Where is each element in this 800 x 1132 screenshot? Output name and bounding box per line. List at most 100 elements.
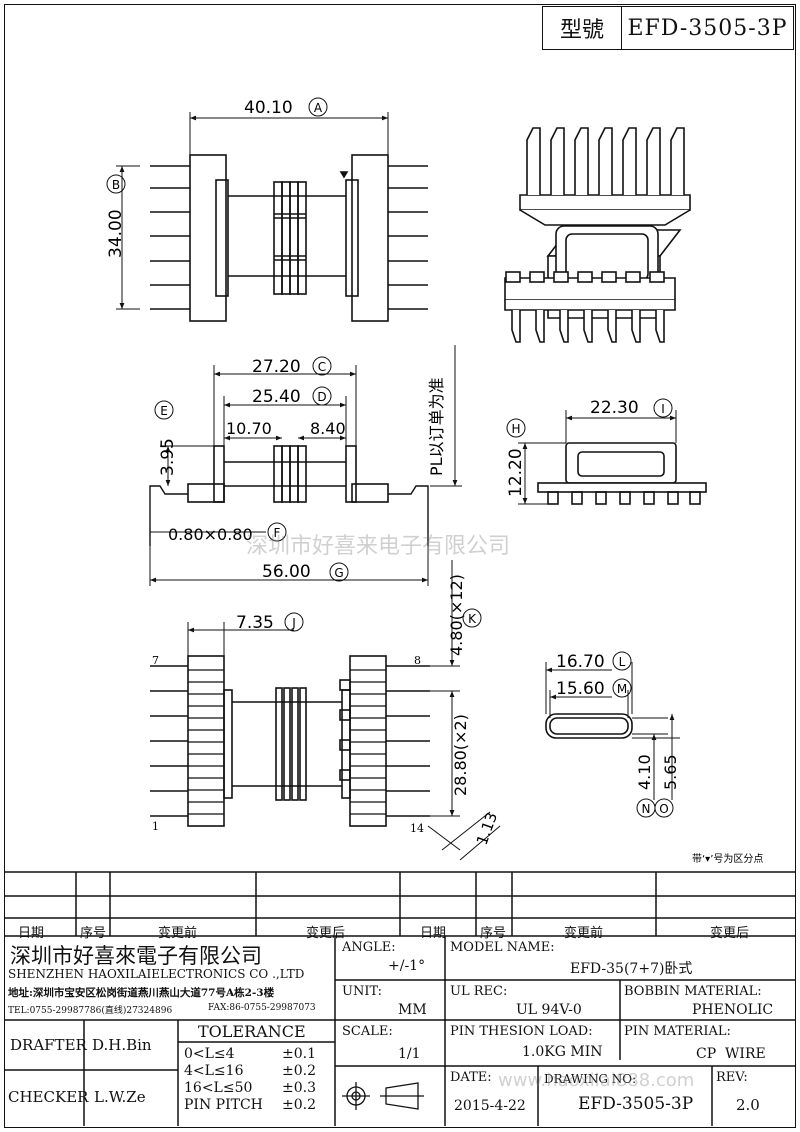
dim-e-value: 3.95	[158, 438, 178, 476]
dim-n-mark: N	[642, 802, 651, 816]
dim-h-value: 12.20	[506, 448, 526, 497]
model-name-label: MODEL NAME:	[450, 940, 555, 955]
rev-after-label: 变更后	[306, 926, 346, 941]
dim-f-value: 0.80×0.80	[168, 525, 253, 544]
sheet-border	[4, 4, 796, 1128]
drawing-canvas: 40.10 A B 34.00	[106, 97, 763, 865]
drafter-label: DRAFTER	[10, 1036, 87, 1054]
checker-label: CHECKER	[8, 1088, 89, 1106]
pin-7-label: 7	[152, 654, 159, 667]
dim-e-mark: E	[160, 404, 168, 418]
dim-a-mark: A	[314, 101, 323, 115]
rev-before-label: 变更前	[158, 926, 198, 941]
dim-c-value: 27.20	[252, 357, 301, 377]
isometric-view	[504, 127, 691, 343]
dim-o-mark: O	[659, 802, 668, 816]
dim-10-70: 10.70	[226, 419, 272, 438]
projection-symbol-icon	[342, 1082, 424, 1110]
unit-value: MM	[398, 1002, 427, 1018]
company-tel: TEL:0755-29987786(直线)27324896	[8, 1006, 173, 1016]
dim-j-mark: J	[291, 616, 296, 630]
model-name-value: EFD-35(7+7)卧式	[570, 961, 693, 977]
dim-k-value: 4.80(×12)	[447, 574, 466, 656]
drawing-no-value: EFD-3505-3P	[578, 1094, 694, 1114]
angle-value: +/-1°	[388, 958, 426, 974]
ul-rec-value: UL 94V-0	[516, 1002, 582, 1018]
tolerance-range: 0<L≤4	[184, 1046, 235, 1062]
unit-label: UNIT:	[342, 984, 383, 999]
model-box: 型號 EFD-3505-3P	[542, 6, 794, 50]
cross-section-view	[545, 662, 680, 800]
tolerance-range: 16<L≤50	[184, 1080, 253, 1096]
dim-28-80: 28.80(×2)	[451, 714, 470, 796]
pin-material-value: CP WIRE	[696, 1046, 766, 1062]
pin-8-label: 8	[414, 654, 421, 667]
top-view	[116, 112, 428, 322]
dim-h-mark: H	[511, 422, 520, 436]
dim-j-value: 7.35	[236, 613, 274, 633]
dim-l-mark: L	[619, 655, 626, 669]
pin-tension-value: 1.0KG MIN	[522, 1044, 603, 1060]
dim-a-value: 40.10	[244, 98, 293, 118]
dim-n-value: 4.10	[635, 754, 654, 790]
pin-tension-label: PIN THESION LOAD:	[450, 1024, 593, 1039]
tolerance-value: ±0.2	[282, 1097, 316, 1113]
dim-g-value: 56.00	[262, 562, 311, 582]
dim-i-mark: I	[661, 402, 665, 416]
company-name-cn: 深圳市好喜來電子有限公司	[10, 944, 262, 968]
dim-m-value: 15.60	[556, 679, 605, 699]
date-label: DATE:	[450, 1070, 492, 1085]
rev-date-label: 日期	[18, 926, 45, 941]
ul-rec-label: UL REC:	[450, 984, 508, 999]
dim-8-40: 8.40	[310, 419, 346, 438]
dim-m-mark: M	[617, 682, 627, 696]
model-label: 型號	[543, 7, 622, 49]
drawing-no-label: DRAWING NO:	[544, 1072, 637, 1086]
company-name-en: SHENZHEN HAOXILAIELECTRONICS CO .,LTD	[8, 967, 305, 981]
dim-b-value: 34.00	[106, 209, 126, 258]
pl-note: PL以订单为准	[427, 377, 446, 476]
date-value: 2015-4-22	[454, 1098, 526, 1114]
pin-1-label: 1	[152, 820, 159, 833]
drafter-value: D.H.Bin	[92, 1036, 152, 1054]
watermark: 深圳市好喜来电子有限公司	[246, 534, 511, 559]
dim-d-mark: D	[317, 390, 326, 404]
rev-seq-label: 序号	[80, 926, 107, 941]
company-address: 地址:深圳市宝安区松岗街道燕川燕山大道77号A栋2-3楼	[8, 987, 275, 999]
bobbin-material-label: BOBBIN MATERIAL:	[624, 984, 762, 999]
dim-g-mark: G	[334, 566, 343, 580]
dim-i-value: 22.30	[590, 398, 639, 418]
rev-value: 2.0	[736, 1096, 760, 1114]
mark-note: 带‘▾’号为区分点	[692, 853, 763, 865]
side-view	[518, 410, 707, 505]
dim-d-value: 25.40	[252, 387, 301, 407]
dim-l-value: 16.70	[556, 652, 605, 672]
pin-14-label: 14	[410, 822, 424, 835]
bobbin-material-value: PHENOLIC	[692, 1002, 774, 1018]
model-value: EFD-3505-3P	[627, 15, 788, 41]
dim-b-mark: B	[112, 178, 120, 192]
rev-label: REV:	[716, 1070, 748, 1085]
tolerance-range: PIN PITCH	[184, 1097, 263, 1113]
watermark-url: www.haoxilai888.com	[498, 1070, 695, 1091]
scale-value: 1/1	[398, 1046, 421, 1062]
scale-label: SCALE:	[342, 1024, 393, 1039]
bottom-view	[150, 560, 501, 861]
company-fax: FAX:86-0755-29987073	[208, 1003, 316, 1013]
tolerance-range: 4<L≤16	[184, 1063, 244, 1079]
rev-before-label-2: 变更前	[564, 926, 604, 941]
dim-k-mark: K	[468, 612, 477, 626]
dim-f-mark: F	[274, 526, 281, 540]
dim-c-mark: C	[318, 360, 326, 374]
tolerance-title: TOLERANCE	[198, 1022, 306, 1041]
rev-date-label-2: 日期	[420, 926, 447, 941]
dim-o-value: 5.65	[661, 754, 680, 790]
tolerance-value: ±0.2	[282, 1063, 316, 1079]
tolerance-value: ±0.3	[282, 1080, 316, 1096]
title-block-grid	[4, 871, 796, 1126]
pin-material-label: PIN MATERIAL:	[624, 1024, 731, 1039]
angle-label: ANGLE:	[342, 940, 396, 955]
tolerance-value: ±0.1	[282, 1046, 316, 1062]
rev-seq-label-2: 序号	[480, 926, 507, 941]
checker-value: L.W.Ze	[94, 1088, 146, 1106]
